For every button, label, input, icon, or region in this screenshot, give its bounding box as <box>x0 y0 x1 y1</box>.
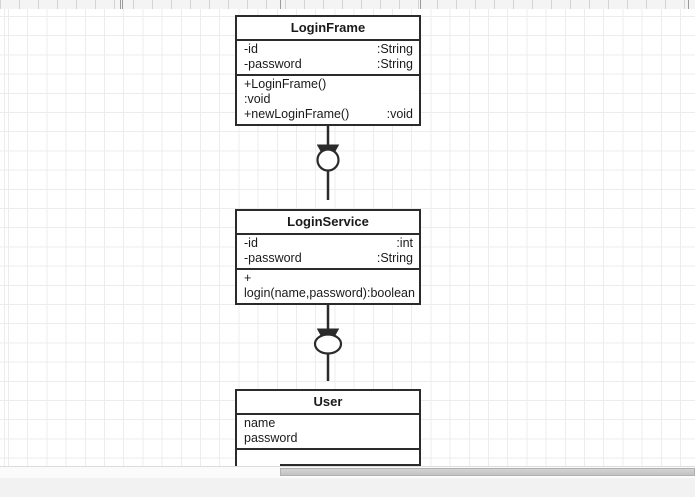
attribute-name: name <box>244 416 276 430</box>
attributes-compartment: -id :int -password :String <box>237 235 419 270</box>
attributes-compartment: name password <box>237 415 419 450</box>
selection-marker <box>280 464 420 466</box>
class-name-loginservice: LoginService <box>237 211 419 235</box>
method-row: +newLoginFrame() :void <box>237 107 419 122</box>
ruler-major-tick <box>688 0 689 9</box>
status-bar <box>0 478 695 497</box>
method-type: :void <box>386 107 413 121</box>
attribute-row: -id :int <box>237 236 419 251</box>
attribute-type: :String <box>376 42 413 56</box>
class-name-loginframe: LoginFrame <box>237 17 419 41</box>
attribute-name: -id <box>244 42 258 56</box>
attribute-type: :int <box>396 236 413 250</box>
ruler-major-tick <box>120 0 121 9</box>
attribute-row: -password :String <box>237 251 419 266</box>
class-name-user: User <box>237 391 419 415</box>
uml-class-user[interactable]: User name password <box>235 389 421 466</box>
attribute-name: password <box>244 431 298 445</box>
method-name: +LoginFrame() <box>244 77 327 91</box>
scrollbar-thumb[interactable] <box>280 468 695 476</box>
attribute-type: :String <box>376 57 413 71</box>
attribute-type: :String <box>376 251 413 265</box>
ruler-major-tick <box>122 0 123 9</box>
method-name: +newLoginFrame() <box>244 107 350 121</box>
methods-compartment: + login(name,password):boolean <box>237 270 419 303</box>
attribute-row: -id :String <box>237 42 419 57</box>
attributes-compartment: -id :String -password :String <box>237 41 419 76</box>
uml-class-loginservice[interactable]: LoginService -id :int -password :String … <box>235 209 421 305</box>
methods-compartment: +LoginFrame() :void +newLoginFrame() :vo… <box>237 76 419 124</box>
method-visibility: + <box>244 271 252 285</box>
attribute-name: -password <box>244 57 302 71</box>
attribute-name: -password <box>244 251 302 265</box>
uml-class-loginframe[interactable]: LoginFrame -id :String -password :String… <box>235 15 421 126</box>
ruler-major-tick <box>420 0 421 9</box>
diagram-canvas[interactable]: LoginFrame -id :String -password :String… <box>0 9 695 466</box>
connector-ellipse-icon <box>313 333 343 355</box>
attribute-row: -password :String <box>237 57 419 72</box>
connector-circle-icon <box>316 148 340 172</box>
ruler-ticks <box>0 0 695 9</box>
ruler-major-tick <box>280 0 281 9</box>
method-signature: login(name,password):boolean <box>244 286 415 300</box>
attribute-name: -id <box>244 236 258 250</box>
method-type: :void <box>244 92 271 106</box>
